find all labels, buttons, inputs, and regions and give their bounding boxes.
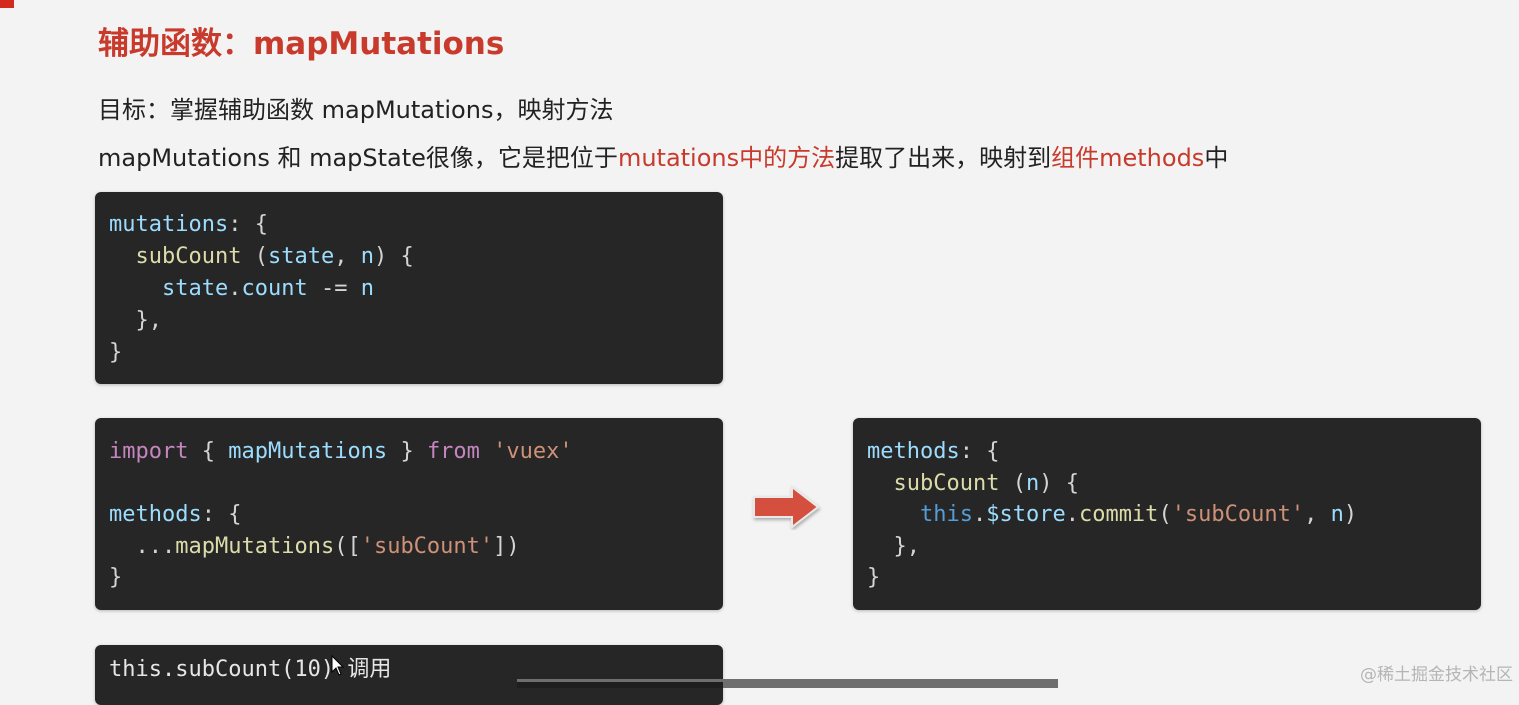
description-part-1: mapMutations 和 mapState很像，它是把位于 bbox=[98, 144, 618, 172]
code-block-call: this.subCount(10) 调用 bbox=[95, 645, 723, 705]
description-highlight-2: 组件methods bbox=[1051, 144, 1205, 172]
call-code: this.subCount(10) bbox=[109, 657, 335, 682]
player-progress-bar[interactable] bbox=[517, 679, 1058, 688]
code-line: state.count -= n bbox=[161, 276, 374, 301]
code-line: this.$store.commit('subCount', n) bbox=[919, 502, 1358, 527]
code-block-equivalent-methods: methods: { subCount (n) { this.$store.co… bbox=[853, 418, 1481, 610]
code-block-map-mutations: import { mapMutations } from 'vuex' meth… bbox=[95, 418, 723, 610]
description-highlight-1: mutations中的方法 bbox=[617, 144, 836, 172]
mouse-cursor-icon bbox=[331, 655, 345, 676]
code-line: } bbox=[867, 565, 881, 590]
code-line: methods: { bbox=[867, 439, 1000, 464]
code-line: subCount (state, n) { bbox=[135, 244, 414, 269]
code-line: subCount (n) { bbox=[893, 470, 1079, 496]
call-suffix: 调用 bbox=[334, 657, 392, 682]
slide-title: 辅助函数：mapMutations bbox=[98, 26, 505, 62]
code-line: mutations: { bbox=[109, 212, 268, 237]
code-line: } bbox=[109, 565, 123, 590]
description-text: mapMutations 和 mapState很像，它是把位于mutations… bbox=[98, 138, 1228, 173]
watermark: @稀土掘金技术社区 bbox=[1360, 665, 1513, 685]
code-line: import { mapMutations } from 'vuex' bbox=[109, 439, 573, 464]
code-line: } bbox=[109, 340, 123, 365]
code-line: }, bbox=[893, 533, 921, 559]
description-part-2: 提取了出来，映射到 bbox=[835, 144, 1052, 172]
arrow-right-icon bbox=[753, 484, 820, 530]
code-block-mutations: mutations: { subCount (state, n) { state… bbox=[95, 192, 723, 384]
player-progress-fill bbox=[517, 682, 723, 688]
corner-mark bbox=[0, 0, 14, 8]
code-line: methods: { bbox=[109, 502, 242, 527]
code-line: ...mapMutations(['subCount']) bbox=[135, 533, 520, 559]
description-part-3: 中 bbox=[1204, 144, 1229, 172]
code-line: }, bbox=[135, 308, 163, 333]
goal-text: 目标：掌握辅助函数 mapMutations，映射方法 bbox=[98, 96, 614, 124]
